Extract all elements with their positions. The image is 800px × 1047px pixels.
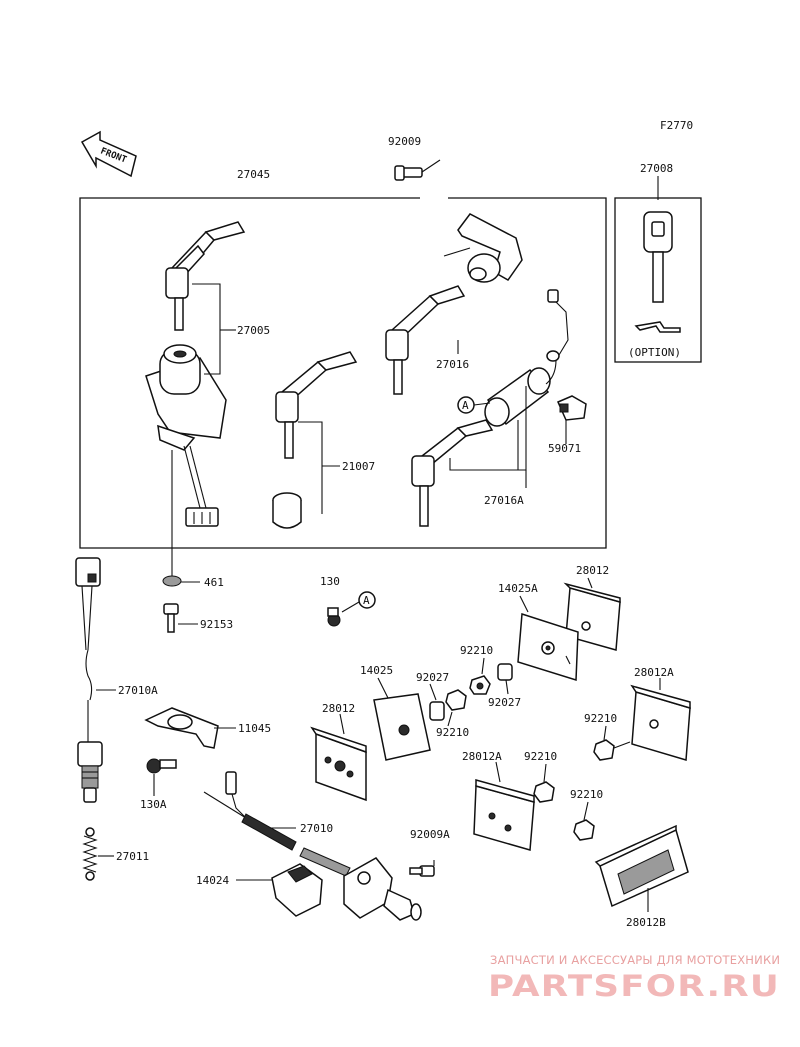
svg-text:A: A [363,594,370,607]
label-92009A: 92009A [410,828,450,841]
label-461: 461 [204,576,224,589]
callout-a-upper: A [457,396,475,414]
label-28012B: 28012B [626,916,666,929]
label-92027-b: 92027 [488,696,521,709]
key-pair-27016A [411,419,494,527]
label-28012-left: 28012 [322,702,355,715]
front-arrow-icon: FRONT [80,130,137,178]
label-27010: 27010 [300,822,333,835]
label-92210-a: 92210 [460,644,493,657]
bolt-92153 [163,603,179,633]
label-28012-top: 28012 [576,564,609,577]
option-key-27008 [634,211,681,333]
label-92027-a: 92027 [416,671,449,684]
clip-59071 [557,395,587,421]
spacer-92027-b [429,701,445,721]
label-27045: 27045 [237,168,270,181]
label-27016A: 27016A [484,494,524,507]
key-pair-27005 [165,221,246,331]
label-14025A: 14025A [498,582,538,595]
label-28012A-mid: 28012A [462,750,502,763]
kit-frame [79,197,607,549]
reflector-28012B [594,824,689,908]
nut-92210-a [469,675,491,695]
key-pair-21007 [275,351,358,459]
spacer-92027-a [497,663,513,681]
stopper-14024 [271,863,323,917]
label-130A: 130A [140,798,167,811]
label-27008: 27008 [640,162,673,175]
nut-92210-b [445,689,467,711]
svg-text:A: A [462,399,469,412]
label-27010A: 27010A [118,684,158,697]
cable-27010 [203,771,297,851]
reflector-28012-top [563,582,621,651]
reflector-28012A-right [630,684,691,761]
nut-92210-c [593,739,615,761]
connector-27010A [75,557,101,742]
lock-cylinder-21007 [272,492,302,529]
nut-92210-e [573,819,595,841]
label-92009: 92009 [388,135,421,148]
helmet-lock-cylinder [484,289,569,427]
figure-code: F2770 [660,119,693,132]
label-92210-e: 92210 [570,788,603,801]
nut-92210-d [533,781,555,803]
label-27011: 27011 [116,850,149,863]
callout-a-lower: A [358,591,376,609]
rear-switch [299,847,422,921]
ignition-switch [145,344,227,527]
screw-92009 [394,165,423,181]
brake-light-switch [77,741,103,803]
seat-lock-bracket [443,213,523,283]
label-92153: 92153 [200,618,233,631]
label-59071: 59071 [548,442,581,455]
label-21007: 21007 [342,460,375,473]
key-pair-27016 [385,285,466,395]
reflector-28012A-mid [473,779,535,851]
reflector-28012-left [310,726,367,802]
screw-92009A [409,865,435,877]
bracket-14025A [517,612,579,682]
label-130: 130 [320,575,340,588]
label-14025: 14025 [360,664,393,677]
label-92210-d: 92210 [524,750,557,763]
label-14024: 14024 [196,874,229,887]
option-label: (OPTION) [628,346,681,359]
label-11045: 11045 [238,722,271,735]
label-28012A-right: 28012A [634,666,674,679]
label-92210-b: 92210 [436,726,469,739]
bracket-11045 [144,707,219,749]
watermark-caption: ЗАПЧАСТИ И АКСЕССУАРЫ ДЛЯ МОТОТЕХНИКИ [490,953,780,967]
label-92210-c: 92210 [584,712,617,725]
washer-461 [162,575,182,587]
label-27005: 27005 [237,324,270,337]
bracket-14025 [373,693,431,761]
bolt-130A [146,758,177,774]
label-27016: 27016 [436,358,469,371]
spring-27011 [82,827,98,881]
screw-130 [327,607,341,627]
watermark-logo: PARTSFOR.RU [488,969,780,1003]
